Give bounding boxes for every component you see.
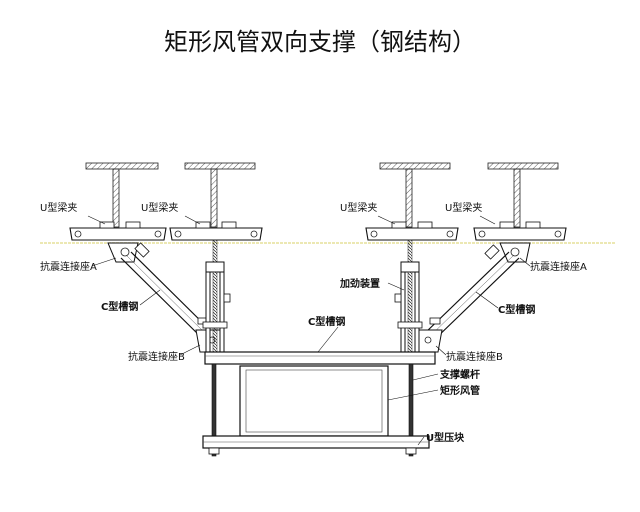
beam-clamp-2 [169,162,263,241]
beam-clamp-4 [473,162,567,241]
left-diagonal-brace [107,242,223,353]
label-u-beam-clamp-1: U型梁夹 [40,201,77,214]
top-c-channel [204,351,436,365]
leader-lines [87,215,531,446]
label-seismic-seat-b-right: 抗震连接座B [446,350,503,363]
label-u-beam-clamp-4: U型梁夹 [445,201,482,214]
beam-clamp-1 [69,162,167,241]
label-seismic-seat-b-left: 抗震连接座B [128,350,185,363]
label-rect-duct: 矩形风管 [440,384,480,397]
rectangular-duct [239,365,389,437]
left-vertical-hanger [202,239,231,353]
label-support-rod: 支撑螺杆 [439,368,480,381]
label-stiffener: 加劲装置 [339,277,380,290]
diagram-title: 矩形风管双向支撑（钢结构） [164,28,476,56]
label-seismic-seat-a-left: 抗震连接座A [40,260,97,273]
label-seismic-seat-a-right: 抗震连接座A [530,260,587,273]
right-diagonal-brace [415,242,531,353]
label-u-clamp-block: U型压块 [426,431,465,444]
label-c-channel-left: C型槽钢 [101,300,138,313]
label-u-beam-clamp-2: U型梁夹 [141,201,178,214]
beam-clamp-3 [365,162,459,241]
label-u-beam-clamp-3: U型梁夹 [340,201,377,214]
right-vertical-hanger [394,239,423,353]
support-rods [211,363,414,457]
label-c-channel-center: C型槽钢 [308,315,345,328]
bottom-c-channel [202,435,430,455]
label-c-channel-right: C型槽钢 [498,303,535,316]
